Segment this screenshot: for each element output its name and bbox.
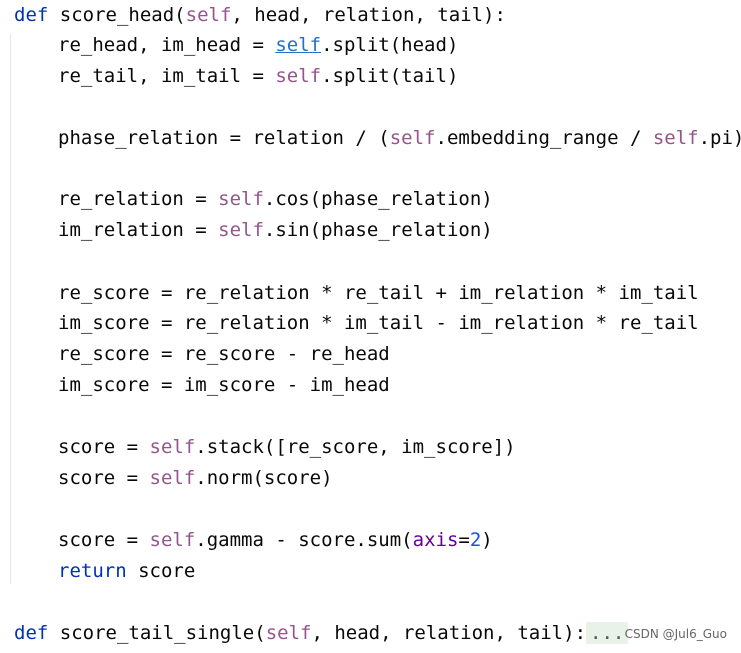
code-line[interactable]: re_score = re_score - re_head [58,343,390,365]
code-line[interactable]: im_score = im_score - im_head [58,374,390,396]
function-name: score_tail_single [59,622,255,644]
function-name: score_head [59,4,175,26]
code-line[interactable]: score = self.stack([re_score, im_score]) [58,436,516,458]
self-param: self [265,622,312,644]
code-line-return[interactable]: return score [58,560,196,582]
watermark: CSDN @Jul6_Guo [624,627,727,641]
code-line[interactable]: re_score = re_relation * re_tail + im_re… [58,282,699,304]
keyword: def [14,622,49,644]
indent-guide [10,34,11,584]
code-line[interactable]: re_head, im_head = self.split(head) [58,34,459,56]
keyword: def [14,4,49,26]
code-line[interactable]: im_relation = self.sin(phase_relation) [58,219,493,241]
code-line[interactable]: score = self.gamma - score.sum(axis=2) [58,529,493,551]
code-line-def-score-tail-single[interactable]: def score_tail_single(self, head, relati… [14,618,629,649]
code-line-def-score-head[interactable]: def score_head(self, head, relation, tai… [14,4,506,26]
code-line[interactable]: re_relation = self.cos(phase_relation) [58,188,493,210]
self-param: self [185,4,232,26]
folded-code-placeholder[interactable]: ... [586,622,629,644]
code-line[interactable]: im_score = re_relation * im_tail - im_re… [58,312,699,334]
code-line[interactable]: phase_relation = relation / (self.embedd… [58,127,741,149]
code-line[interactable]: score = self.norm(score) [58,467,333,489]
self-link[interactable]: self [275,34,322,56]
code-line[interactable]: re_tail, im_tail = self.split(tail) [58,65,459,87]
keyword: return [58,560,127,582]
